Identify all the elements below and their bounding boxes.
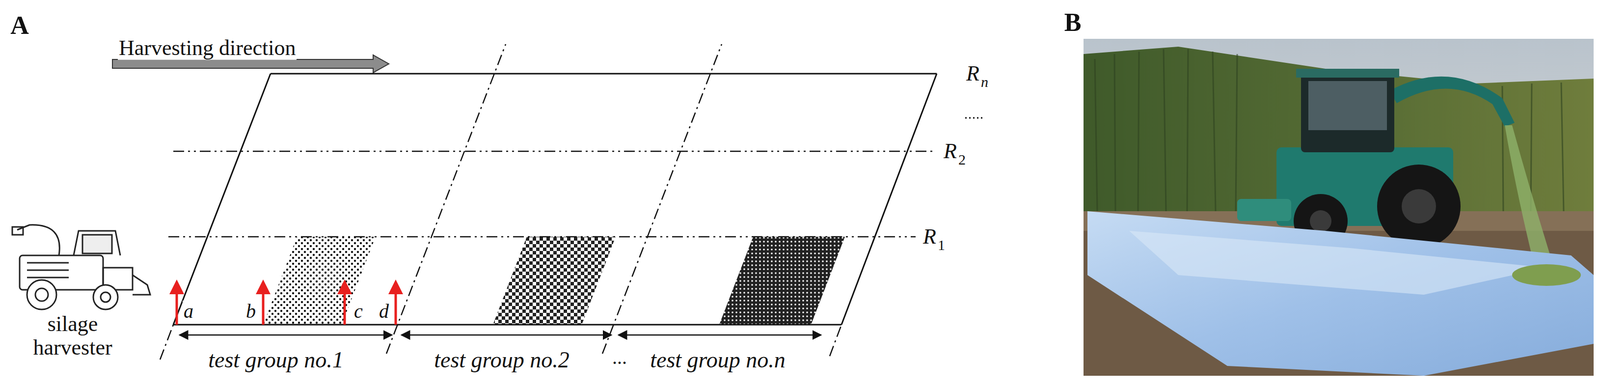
point-label: b	[244, 300, 257, 323]
panel-letter: B	[1063, 8, 1083, 37]
row-subscript: 2	[957, 151, 967, 168]
row-label: R	[942, 139, 958, 163]
row-subscript: 1	[936, 236, 947, 253]
row-label: R	[965, 61, 981, 86]
point-label: c	[352, 300, 364, 323]
group-label: test group no.n	[649, 347, 787, 373]
group-label: test group no.2	[433, 347, 571, 373]
group-label: test group no.1	[207, 347, 345, 373]
panel-letter: A	[9, 11, 30, 40]
machine-label: silage harvester	[15, 312, 131, 360]
point-label: d	[378, 300, 390, 323]
direction-label: Harvesting direction	[117, 36, 297, 60]
row-subscript: n	[979, 73, 990, 90]
row-label: R	[922, 224, 938, 249]
ellipsis-mark: ...	[611, 346, 628, 369]
point-label: a	[182, 300, 195, 323]
